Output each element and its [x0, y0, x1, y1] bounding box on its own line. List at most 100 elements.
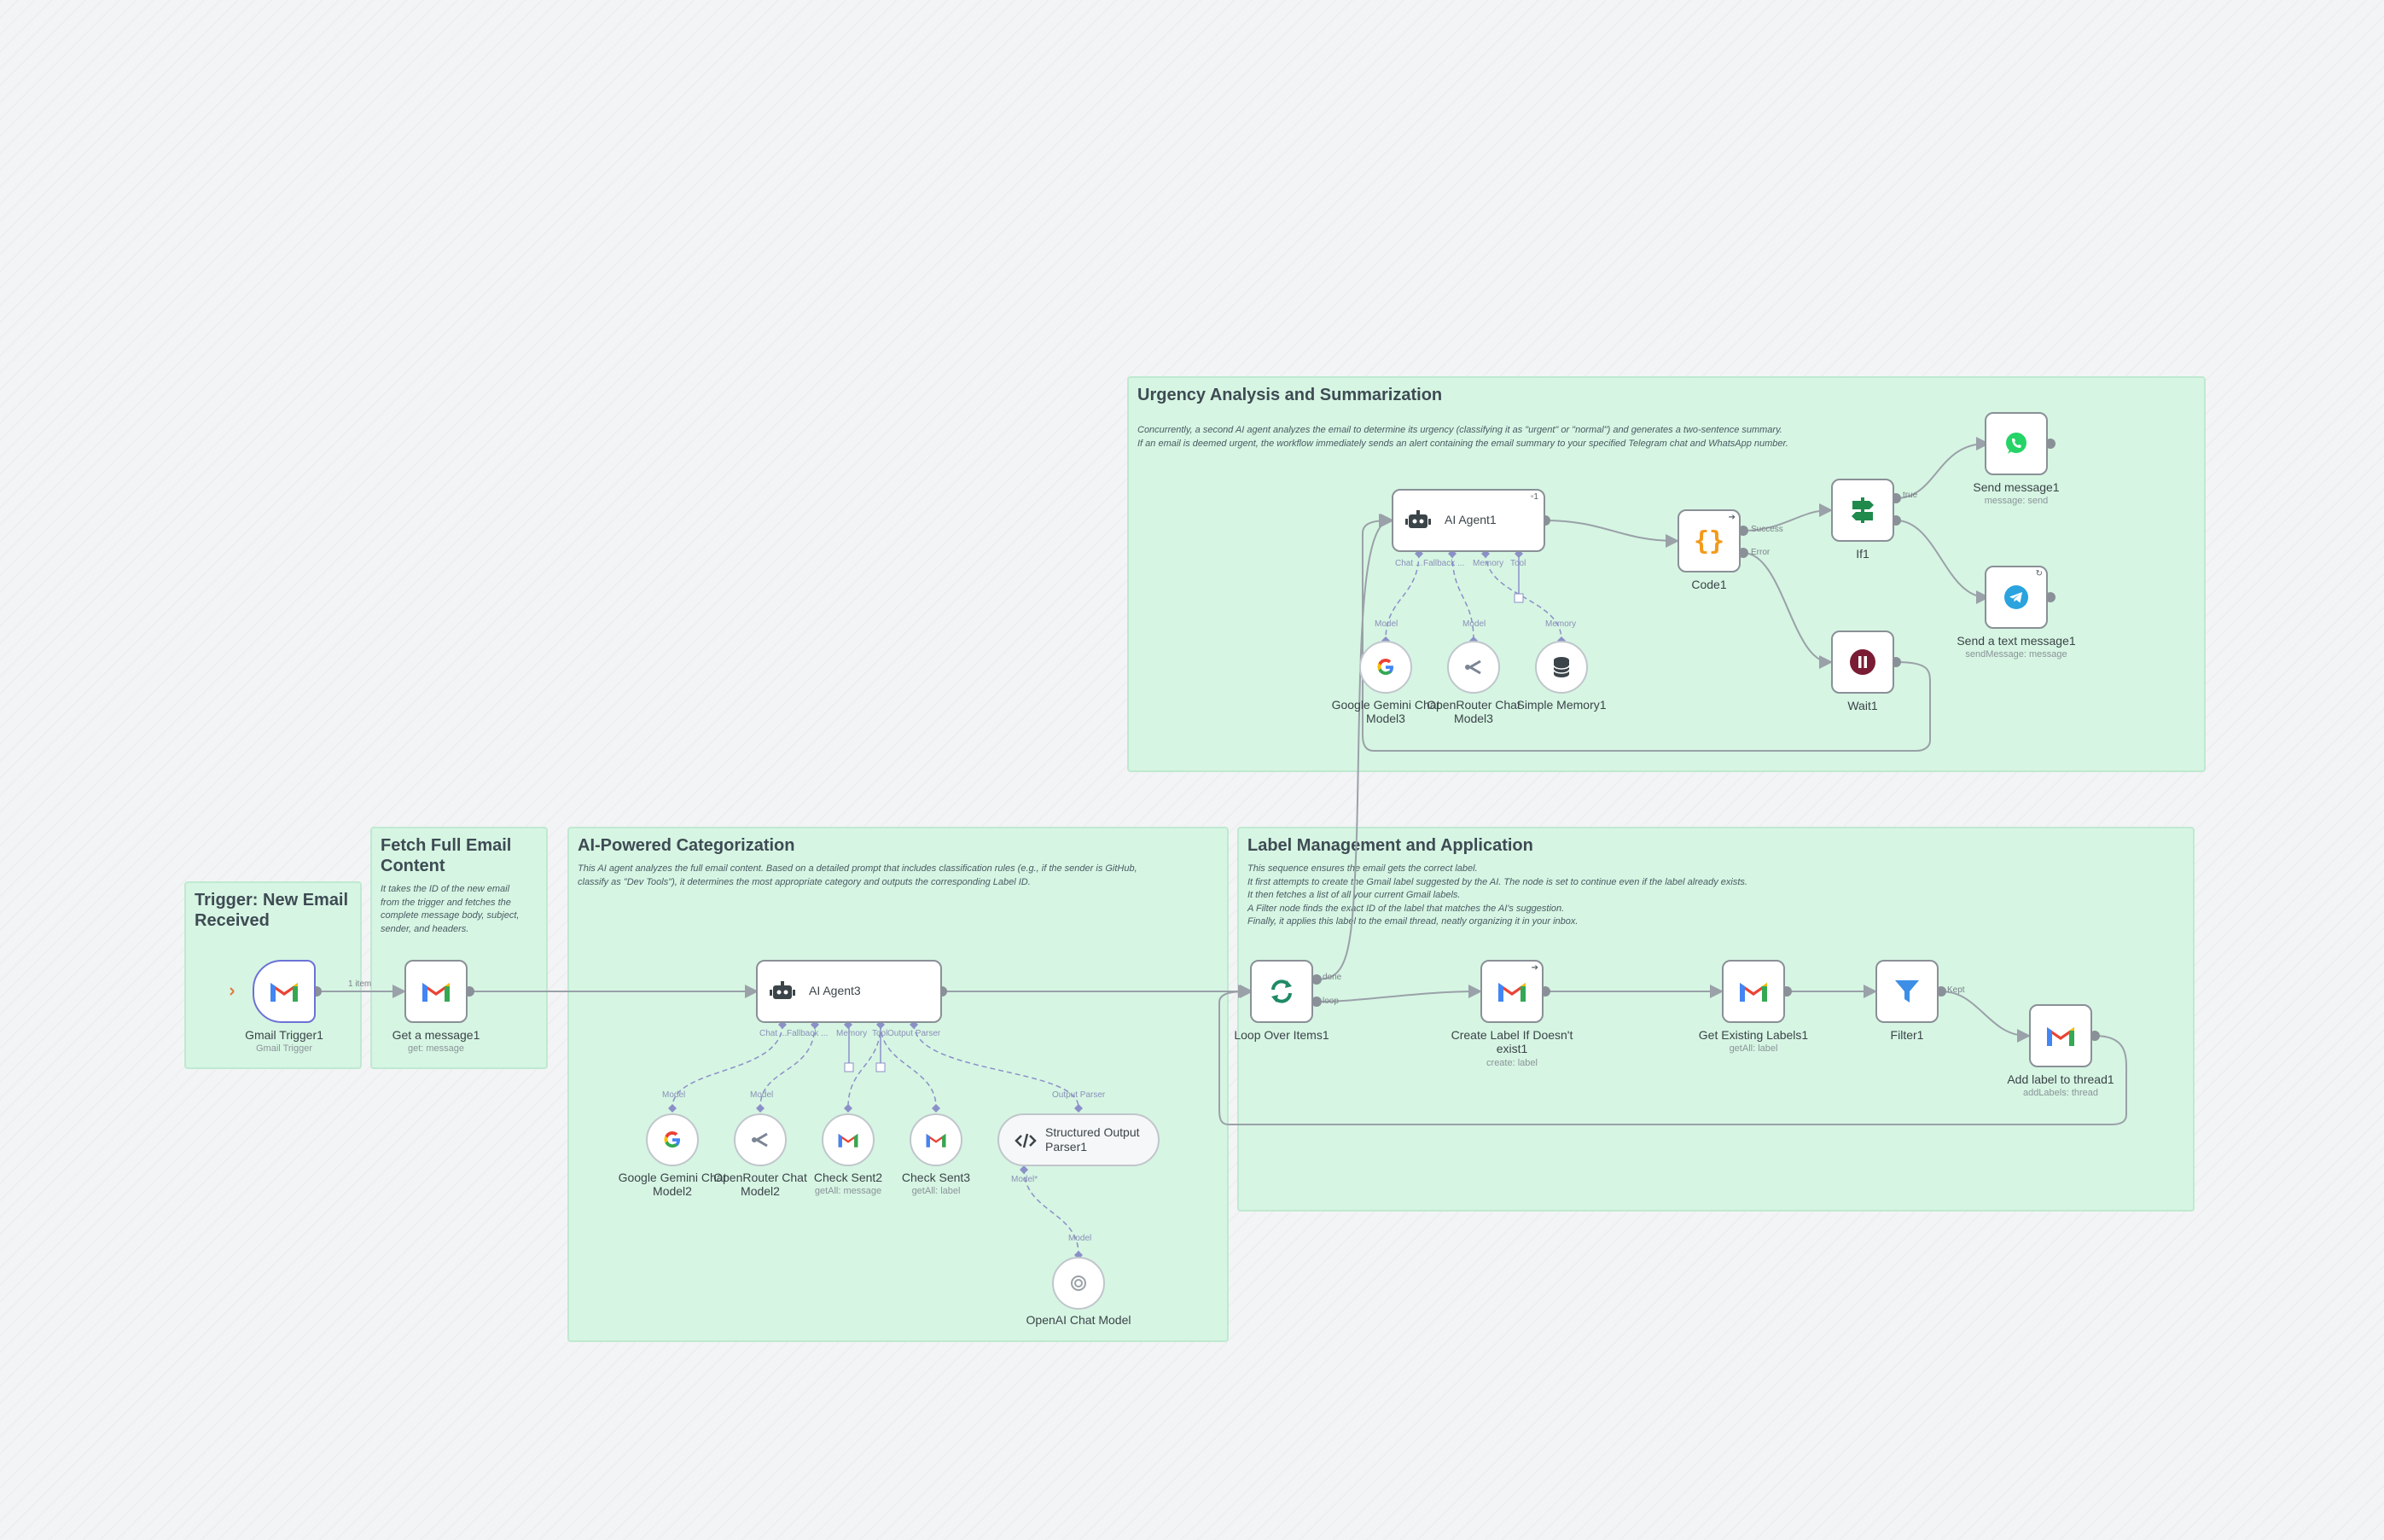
edge-code-wait [1742, 552, 1833, 669]
node-subtitle: message: send [1984, 496, 2049, 506]
edge-label-done: done [1323, 973, 1342, 982]
node-get-message[interactable] [404, 960, 468, 1023]
node-label: Simple Memory1 [1516, 698, 1607, 712]
edge-agent3-parser [913, 1023, 1079, 1108]
edge-label-items: 1 item [348, 979, 372, 989]
node-check-sent2[interactable] [822, 1113, 875, 1166]
robot-icon [1405, 510, 1431, 528]
port-label: Model [1068, 1234, 1092, 1243]
node-check-sent3[interactable] [910, 1113, 962, 1166]
node-loop-over-items[interactable] [1250, 960, 1313, 1023]
sticky-description: It takes the ID of the new email from th… [381, 884, 520, 934]
port-label: Model* [1011, 1175, 1038, 1184]
node-add-label-thread[interactable] [2029, 1004, 2092, 1067]
openrouter-icon [752, 1132, 768, 1148]
node-label: OpenRouter Chat Model3 [1427, 698, 1521, 725]
node-label: Google Gemini Chat Model3 [1331, 698, 1440, 725]
gmail-icon [270, 983, 298, 1002]
gmail-icon [1740, 983, 1767, 1002]
port-label: Model [1462, 619, 1486, 629]
node-subtitle: getAll: message [814, 1186, 882, 1196]
port-label: Tool [1510, 559, 1526, 568]
node-label: Create Label If Doesn't exist1 [1451, 1028, 1573, 1055]
node-label: Code1 [1691, 578, 1727, 591]
node-wait1[interactable] [1831, 631, 1894, 694]
node-subtitle: sendMessage: message [1965, 649, 2067, 660]
gmail-icon [422, 983, 450, 1002]
node-label: OpenAI Chat Model [1026, 1313, 1131, 1327]
port-label: Fallback ... [1423, 559, 1465, 568]
gmail-icon [926, 1133, 946, 1148]
node-create-label[interactable]: ➔ [1480, 960, 1544, 1023]
sticky-categorization[interactable]: AI-Powered Categorization This AI agent … [567, 827, 1229, 1342]
port-label: Model [1375, 619, 1398, 629]
node-openrouter-model3[interactable] [1447, 641, 1500, 694]
node-label: AI Agent3 [809, 984, 861, 997]
node-openrouter-model2[interactable] [734, 1113, 787, 1166]
node-ai-agent1[interactable]: AI Agent1 ▫1 [1392, 489, 1545, 552]
openai-icon [1071, 1276, 1086, 1291]
node-send-text-message1[interactable]: ↻ [1985, 566, 2048, 629]
port-label: Model [750, 1090, 774, 1100]
edge-label-true: true [1903, 491, 1918, 500]
node-structured-output-parser[interactable]: Structured Output Parser1 [997, 1113, 1160, 1166]
node-send-message1[interactable] [1985, 412, 2048, 475]
node-label: Structured Output Parser1 [1045, 1125, 1140, 1154]
window-icon: ▫1 [1530, 492, 1538, 502]
edge-agent1-code [1544, 520, 1679, 548]
edge-add-back-loop [1218, 985, 2128, 1125]
openrouter-icon [1465, 660, 1481, 675]
node-gemini-model2[interactable] [646, 1113, 699, 1166]
robot-icon [770, 981, 795, 999]
edge-agent1-gemini [1385, 552, 1420, 641]
node-subtitle: getAll: label [1729, 1043, 1778, 1054]
edge-agent1-openrouter [1451, 552, 1474, 641]
node-label: OpenRouter Chat Model2 [713, 1171, 807, 1198]
gmail-icon [2047, 1027, 2074, 1046]
node-get-existing-labels[interactable] [1722, 960, 1785, 1023]
code-braces-icon: {} [1693, 526, 1725, 556]
edge-label-loop: loop [1323, 997, 1339, 1006]
port-label: Memory [836, 1029, 868, 1038]
port-label: Tool [872, 1029, 888, 1038]
node-if1[interactable] [1831, 479, 1894, 542]
edge-if-whatsapp [1895, 437, 1990, 499]
node-label: Check Sent2 [813, 1171, 883, 1184]
edge-agent3-gemini [672, 1023, 783, 1108]
whatsapp-icon [2006, 433, 2026, 454]
node-ai-agent3[interactable]: AI Agent3 [756, 960, 942, 1023]
node-label: Check Sent3 [901, 1171, 971, 1184]
node-label: Gmail Trigger1 [245, 1028, 323, 1042]
port-label: Memory [1545, 619, 1577, 629]
gmail-icon [1498, 983, 1526, 1002]
edge-filter-add [1940, 991, 2031, 1043]
node-filter[interactable] [1875, 960, 1939, 1023]
gmail-icon [838, 1133, 858, 1148]
sticky-title: Label Management and Application [1247, 836, 1533, 855]
node-gmail-trigger[interactable] [253, 960, 316, 1023]
pause-icon [1850, 649, 1875, 675]
node-code1[interactable]: {} ➔ [1678, 509, 1741, 572]
edge-label-error: Error [1751, 548, 1771, 557]
sticky-trigger[interactable]: Trigger: New Email Received [184, 881, 362, 1069]
edge-agent3-checksent3 [880, 1023, 937, 1108]
arrow-right-icon: ➔ [1728, 513, 1736, 522]
port-label: Chat ... [759, 1029, 788, 1038]
edge-parser-openai [1023, 1168, 1079, 1255]
node-label: Send a text message1 [1957, 634, 2076, 648]
port-label: Fallback ... [787, 1029, 829, 1038]
port-label: Model [662, 1090, 686, 1100]
node-label: If1 [1856, 547, 1869, 561]
edge-code-if [1742, 503, 1833, 532]
node-simple-memory1[interactable] [1535, 641, 1588, 694]
sticky-fetch[interactable]: Fetch Full Email Content It takes the ID… [370, 827, 548, 1069]
node-gemini-model3[interactable] [1359, 641, 1412, 694]
node-openai-model[interactable] [1052, 1257, 1105, 1310]
google-icon [664, 1131, 680, 1148]
edge-label-success: Success [1751, 525, 1783, 534]
sticky-description: This AI agent analyzes the full email co… [578, 863, 1137, 887]
port-label: Chat ... [1395, 559, 1423, 568]
node-label: Add label to thread1 [2007, 1072, 2114, 1086]
telegram-icon [2004, 585, 2028, 609]
google-icon [1377, 659, 1393, 675]
